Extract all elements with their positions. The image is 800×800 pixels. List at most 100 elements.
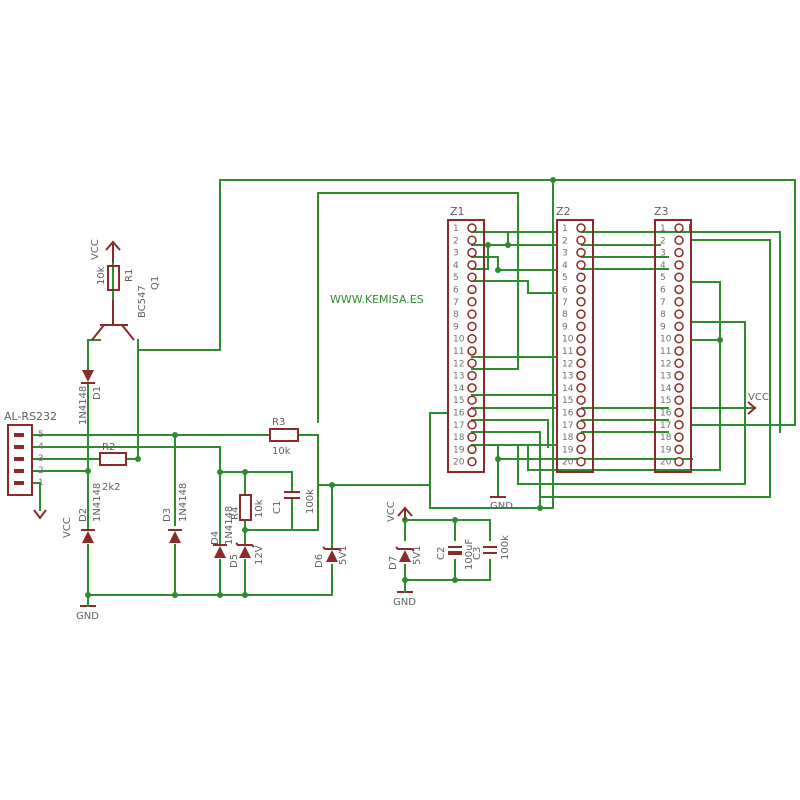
zener-d6 [322,546,342,562]
diode-d1 [81,370,95,384]
header-pin-number: 10 [453,335,465,345]
header-pin [674,297,684,307]
header-pin [467,223,477,233]
header-pin-number: 8 [453,310,459,320]
header-pin [576,321,586,332]
d5-value: 12V [254,545,265,565]
header-pin [576,333,586,344]
header-pin-number: 5 [453,273,459,283]
header-pin [467,346,477,356]
header-pin [467,456,477,467]
vcc-symbol-r1 [105,240,121,262]
header-pin-number: 15 [562,396,573,406]
conn-pin-1: 1 [38,478,44,488]
junctions [85,177,723,598]
r2-name: R2 [102,442,115,453]
header-pin-number: 4 [562,261,568,271]
header-pin-number: 8 [660,310,666,320]
header-pin [674,420,684,430]
header-pin-number: 20 [562,458,574,468]
header-pin-number: 5 [562,273,568,283]
d6-name: D6 [314,554,325,568]
header-pin-number: 12 [660,359,671,369]
resistor-r4 [239,494,252,521]
header-pin [467,297,477,307]
header-pin [674,321,684,332]
z2-label: Z2 [556,205,571,218]
header-pin [674,444,684,455]
header-pin-number: 2 [453,236,459,246]
conn-pin-2: 2 [38,466,44,476]
header-pin [674,432,684,442]
header-pin-number: 2 [562,236,568,246]
header-pin-number: 17 [660,421,671,431]
q1-value: BC547 [137,285,148,318]
header-pin [467,247,477,258]
transistor-q1 [91,300,135,341]
header-pin [674,383,684,393]
header-pin [576,309,586,319]
header-pin [467,321,477,332]
conn-pin-5: 5 [38,430,44,440]
header-pin-number: 14 [660,384,672,394]
c1-value: 100k [305,489,316,514]
header-pin-number: 1 [562,224,568,234]
header-pin-number: 16 [562,409,574,419]
header-pin-number: 10 [562,335,574,345]
capacitor-c2 [448,546,462,555]
header-pin-number: 3 [562,249,568,259]
d2-value: 1N4148 [92,483,103,522]
c3-name: C3 [472,547,483,560]
header-pin-number: 6 [660,286,666,296]
header-pin [674,333,684,344]
header-pin-number: 13 [453,372,464,382]
d4-name: D4 [210,531,221,545]
r1-value: 10k [96,266,107,285]
header-pin [467,432,477,442]
header-pin [576,223,586,233]
resistor-r1 [107,265,120,291]
header-pin-number: 12 [453,359,464,369]
d7-name: D7 [388,556,399,570]
header-pin-number: 1 [660,224,666,234]
c3-value: 100k [500,535,511,560]
header-pin-number: 18 [660,433,672,443]
header-pin-number: 8 [562,310,568,320]
header-pin [467,383,477,393]
header-pin [576,235,586,246]
header-pin [467,260,477,270]
header-pin-number: 19 [562,445,574,455]
c1-name: C1 [272,501,283,514]
header-pin [576,383,586,393]
header-pin-number: 19 [453,445,465,455]
header-pin [576,407,586,418]
header-pin [467,358,477,369]
zener-d5 [235,542,255,558]
header-pin-number: 10 [660,335,672,345]
header-pin-number: 17 [453,421,464,431]
header-pin-number: 6 [562,286,568,296]
header-pin [674,235,684,246]
header-pin-number: 11 [562,347,573,357]
vcc-arrow-right [747,401,757,415]
header-pin [674,370,684,381]
header-pin-number: 15 [453,396,464,406]
header-pin [576,456,586,467]
header-pin [467,420,477,430]
header-pin-number: 20 [660,458,672,468]
header-pin-number: 3 [660,249,666,259]
header-pin [467,395,477,405]
d3-name: D3 [162,508,173,522]
header-pin [467,309,477,319]
header-pin [576,297,586,307]
vcc-symbol-right [397,506,413,520]
capacitor-c1 [284,491,300,499]
gnd-arrow-connector [33,509,47,520]
r2-value: 2k2 [102,482,121,493]
gnd-label-left: GND [76,611,99,622]
header-pin-number: 1 [453,224,459,234]
r3-name: R3 [272,417,285,428]
